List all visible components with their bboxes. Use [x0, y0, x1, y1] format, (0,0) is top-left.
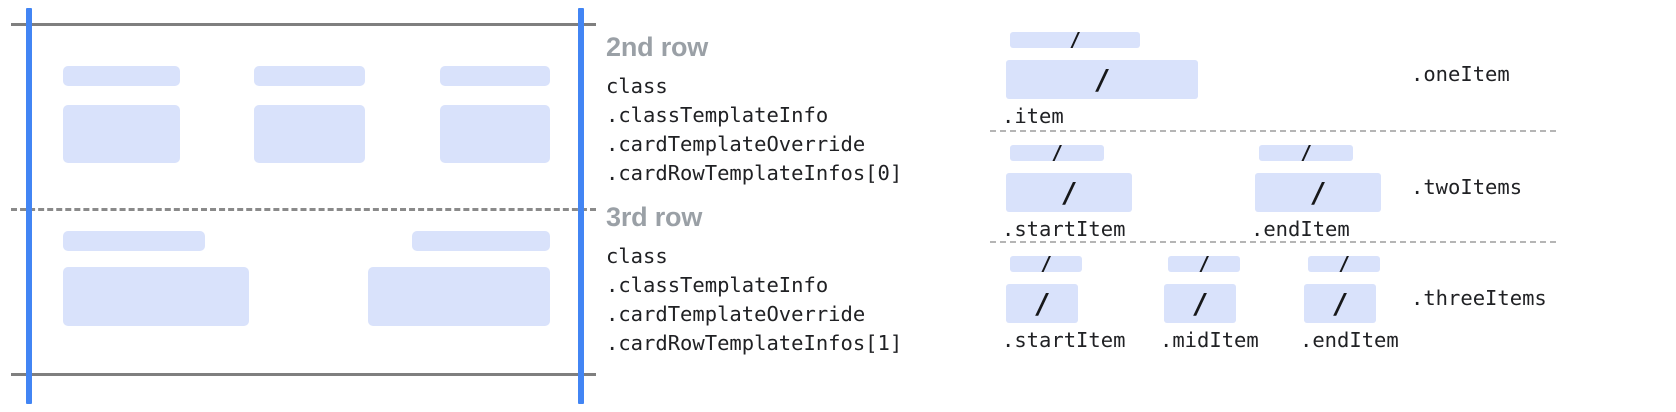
row-divider-dashed	[11, 208, 596, 211]
label-bar	[440, 66, 550, 86]
content-bar	[440, 105, 550, 163]
item-content-bar: /	[1006, 60, 1198, 99]
slash-glyph: /	[1197, 256, 1211, 272]
block-code-2nd-row: class .classTemplateInfo .cardTemplateOv…	[606, 74, 903, 185]
variant-one-item: / / .item .oneItem	[984, 0, 1676, 133]
item-content-bar: /	[1164, 284, 1236, 323]
slash-glyph: /	[1309, 175, 1327, 209]
content-bar	[63, 105, 180, 163]
slash-glyph: /	[1093, 62, 1111, 96]
slash-glyph: /	[1337, 256, 1351, 272]
right-margin-guide	[578, 8, 584, 404]
card-top-rule	[11, 23, 596, 26]
item-content-bar: /	[1006, 284, 1078, 323]
label-bar	[254, 66, 365, 86]
card-layout-preview	[0, 0, 596, 412]
slash-glyph: /	[1060, 175, 1078, 209]
item-name-label: .startItem	[1002, 217, 1126, 241]
label-bar	[63, 66, 180, 86]
item-name-label: .item	[1002, 104, 1064, 128]
content-bar	[368, 267, 550, 326]
label-bar	[63, 231, 205, 251]
item-content-bar: /	[1255, 173, 1381, 212]
item-label-bar: /	[1010, 32, 1140, 48]
left-margin-guide	[26, 8, 32, 404]
variant-name-label: .threeItems	[1411, 286, 1547, 310]
item-label-bar: /	[1259, 145, 1353, 161]
item-label-bar: /	[1308, 256, 1380, 272]
variant-divider-dashed	[990, 130, 1556, 132]
variant-divider-dashed	[990, 241, 1556, 243]
item-content-bar: /	[1304, 284, 1376, 323]
item-name-label: .midItem	[1160, 328, 1259, 352]
slash-glyph: /	[1033, 286, 1051, 320]
slash-glyph: /	[1299, 145, 1313, 161]
variant-name-label: .twoItems	[1411, 175, 1523, 199]
slash-glyph: /	[1039, 256, 1053, 272]
label-bar	[412, 231, 550, 251]
item-label-bar: /	[1010, 145, 1104, 161]
block-title-2nd-row: 2nd row	[606, 32, 709, 62]
content-bar	[63, 267, 249, 326]
variant-two-items: / / .startItem / / .endItem .twoItems	[984, 133, 1676, 244]
slash-glyph: /	[1331, 286, 1349, 320]
item-name-label: .startItem	[1002, 328, 1126, 352]
block-title-3rd-row: 3rd row	[606, 202, 703, 232]
row-descriptions: 2nd row class .classTemplateInfo .cardTe…	[604, 0, 984, 412]
item-label-bar: /	[1010, 256, 1082, 272]
card-bottom-rule	[11, 373, 596, 376]
variant-three-items: / / .startItem / / .midItem /	[984, 244, 1676, 374]
block-code-3rd-row: class .classTemplateInfo .cardTemplateOv…	[606, 244, 903, 355]
slash-glyph: /	[1191, 286, 1209, 320]
item-name-label: .endItem	[1251, 217, 1350, 241]
item-label-bar: /	[1168, 256, 1240, 272]
item-content-bar: /	[1006, 173, 1132, 212]
slash-glyph: /	[1068, 32, 1082, 48]
slash-glyph: /	[1050, 145, 1064, 161]
content-bar	[254, 105, 365, 163]
item-variants: / / .item .oneItem / / .startItem	[984, 0, 1676, 412]
variant-name-label: .oneItem	[1411, 62, 1510, 86]
item-name-label: .endItem	[1300, 328, 1399, 352]
